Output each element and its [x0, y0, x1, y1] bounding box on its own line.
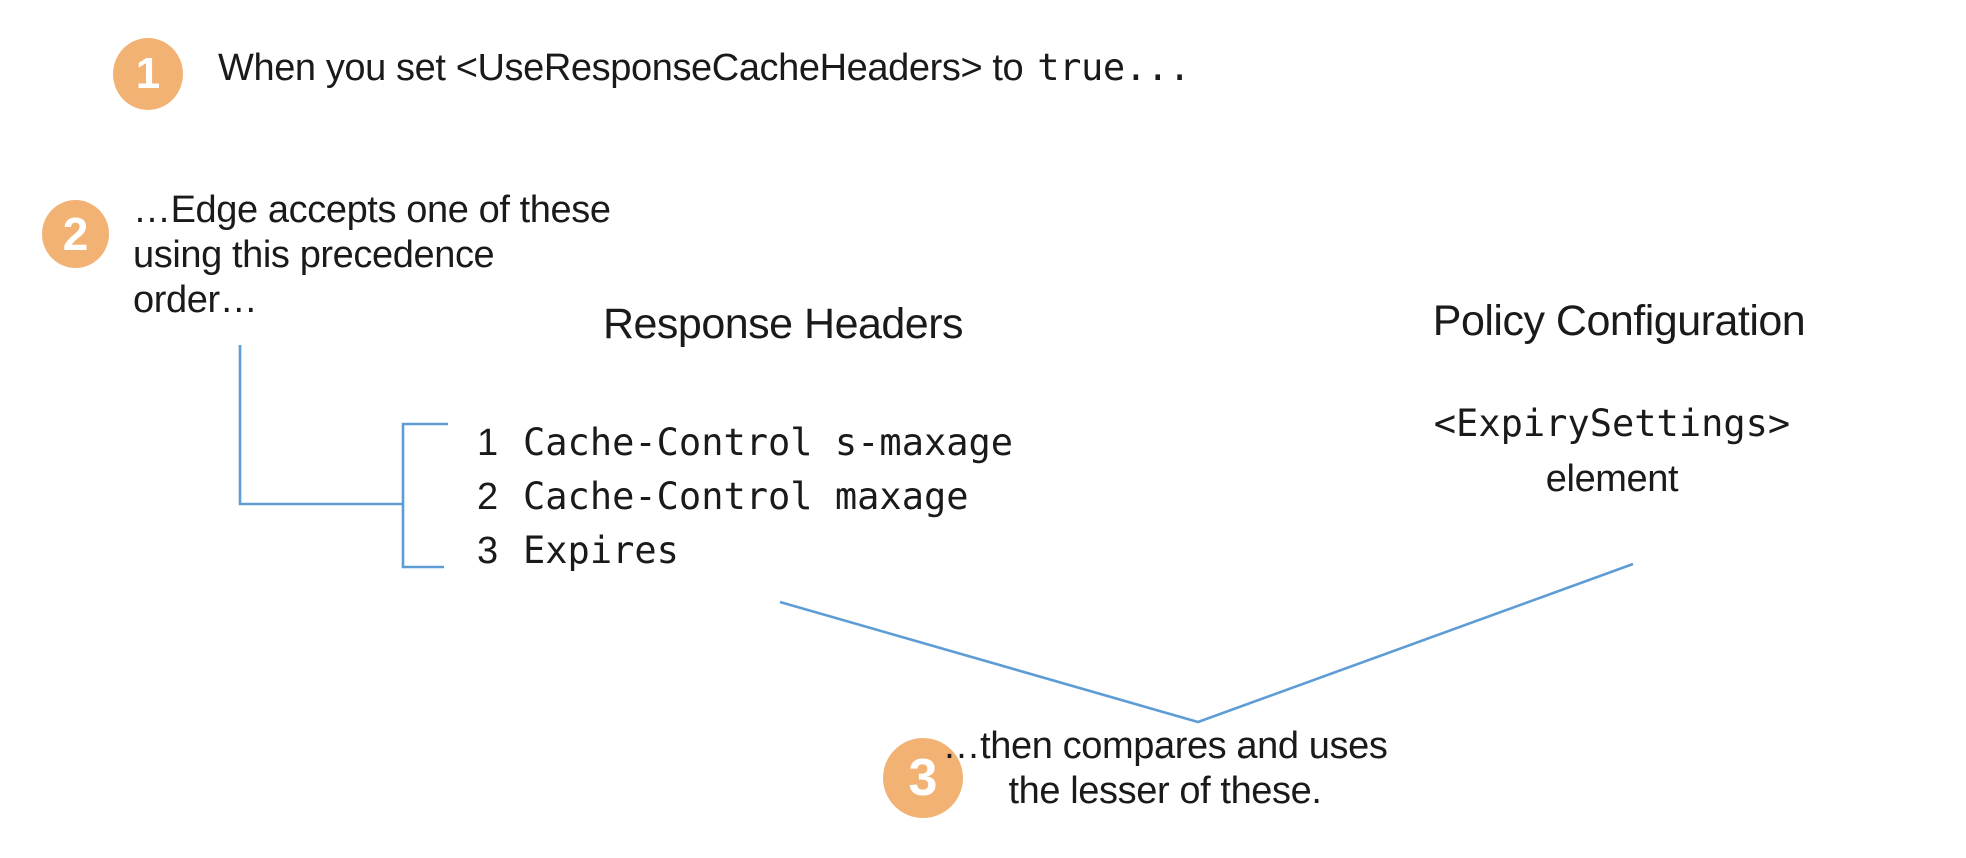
step-3-line-2: the lesser of these. [1008, 770, 1322, 812]
compare-v-line [779, 562, 1634, 724]
step-1-text-label: When you set <UseResponseCacheHeaders> t… [218, 47, 1024, 89]
step-2-line-1: …Edge accepts one of these [133, 189, 611, 231]
step-2-line-3: order… [133, 279, 258, 321]
step-3-line-1: …then compares and uses [942, 725, 1388, 767]
item-rank: 1 [477, 422, 499, 464]
precedence-list: 1 Cache-Control s-maxage 2 Cache-Control m… [477, 416, 1013, 578]
item-name: Cache-Control maxage [523, 475, 969, 518]
expiry-settings-code: <ExpirySettings> [1433, 402, 1791, 445]
expiry-settings-caption: element [1545, 458, 1679, 500]
response-headers-heading: Response Headers [602, 300, 964, 348]
precedence-item: 2 Cache-Control maxage [477, 470, 1013, 524]
precedence-item: 1 Cache-Control s-maxage [477, 416, 1013, 470]
item-name: Cache-Control s-maxage [523, 421, 1014, 464]
step-1-badge: 1 [113, 38, 183, 110]
precedence-item: 3 Expires [477, 524, 1013, 578]
policy-configuration-heading: Policy Configuration [1432, 297, 1806, 345]
step-2-text: …Edge accepts one of these using this pr… [133, 188, 611, 323]
step-2-badge: 2 [42, 200, 109, 268]
order-to-list-connector-line [238, 345, 403, 506]
step-2-number: 2 [62, 208, 89, 260]
item-rank: 3 [477, 530, 499, 572]
inline-code-true: true... [1037, 46, 1191, 89]
item-rank: 2 [477, 476, 499, 518]
step-3-number: 3 [908, 749, 938, 807]
step-2-line-2: using this precedence [133, 234, 495, 276]
step-1-number: 1 [135, 49, 161, 98]
step-3-text: …then compares and uses the lesser of th… [925, 724, 1405, 814]
step-1-text: When you set <UseResponseCacheHeaders> t… [218, 45, 1191, 91]
step-3-badge: 3 [883, 738, 963, 818]
item-name: Expires [523, 529, 679, 572]
list-bracket-line [401, 422, 448, 569]
